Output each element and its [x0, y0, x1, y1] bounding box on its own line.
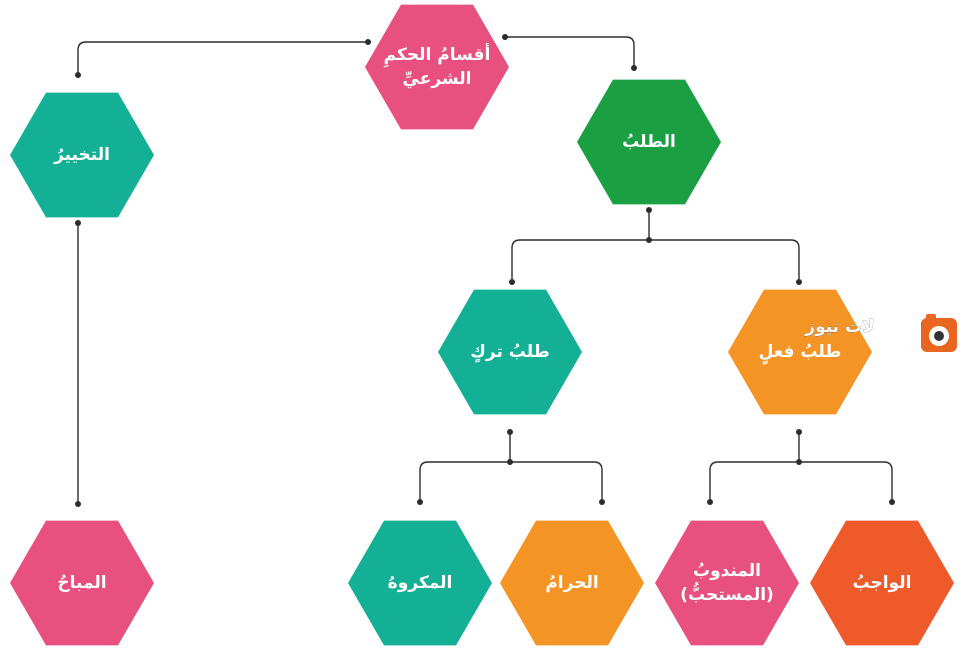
connector-dot [507, 429, 513, 435]
connector-dot [365, 39, 371, 45]
node-hexagon [810, 520, 954, 646]
connector-dot [796, 279, 802, 285]
nodes: أقسامُ الحكمِالشرعيِّ الطلبُ التخييرُ طلبُ … [10, 4, 954, 646]
node-hexagon [728, 289, 872, 415]
connector-dot [646, 207, 652, 213]
connectors [75, 34, 895, 507]
watermark: لات نيوز [804, 314, 957, 352]
node-label: المندوبُ [693, 561, 761, 581]
camera-logo-icon [921, 314, 957, 352]
node-label: طلبُ فعلٍ [759, 342, 842, 366]
connector-dot [75, 220, 81, 226]
node-talab-fil: طلبُ فعلٍ [728, 289, 872, 415]
node-mubah: المباحُ [10, 520, 154, 646]
node-wajib: الواجبُ [810, 520, 954, 646]
node-label: أقسامُ الحكمِ [383, 43, 490, 68]
node-talab: الطلبُ [577, 79, 721, 205]
connector-dot [796, 429, 802, 435]
connector-dot [75, 72, 81, 78]
connector-fil-children [709, 461, 893, 502]
connector-dot [509, 279, 515, 285]
node-hexagon [577, 79, 721, 205]
node-label: التخييرُ [53, 145, 110, 165]
node-hexagon [500, 520, 644, 646]
node-mandub: المندوبُ(المستحبُّ) [655, 520, 799, 646]
connector-root-takhyir [77, 41, 368, 75]
node-label: الطلبُ [622, 132, 676, 152]
connector-tark-children [419, 461, 603, 502]
node-label: المكروهُ [388, 573, 453, 593]
connector-dot [599, 499, 605, 505]
node-label: الواجبُ [853, 573, 912, 593]
node-hexagon [365, 4, 509, 130]
connector-root-talab [505, 36, 635, 68]
node-label: طلبُ تركٍ [470, 342, 549, 364]
node-hexagon [10, 92, 154, 218]
node-label: (المستحبُّ) [680, 582, 774, 605]
node-hexagon [10, 520, 154, 646]
connector-dot [417, 499, 423, 505]
connector-dot [889, 499, 895, 505]
node-label: المباحُ [57, 573, 106, 593]
node-hexagon [348, 520, 492, 646]
connector-dot [75, 501, 81, 507]
watermark-text: لات نيوز [804, 317, 874, 337]
node-hexagon [655, 520, 799, 646]
connector-dot [707, 499, 713, 505]
node-label: الشرعيِّ [403, 69, 472, 89]
connector-dot [631, 65, 637, 71]
node-label: الحرامُ [545, 573, 598, 593]
node-root: أقسامُ الحكمِالشرعيِّ [365, 4, 509, 130]
node-takhyir: التخييرُ [10, 92, 154, 218]
node-haram: الحرامُ [500, 520, 644, 646]
node-makruh: المكروهُ [348, 520, 492, 646]
node-hexagon [438, 289, 582, 415]
node-talab-tark: طلبُ تركٍ [438, 289, 582, 415]
connector-dot [502, 34, 508, 40]
connector-talab-children [511, 239, 800, 282]
